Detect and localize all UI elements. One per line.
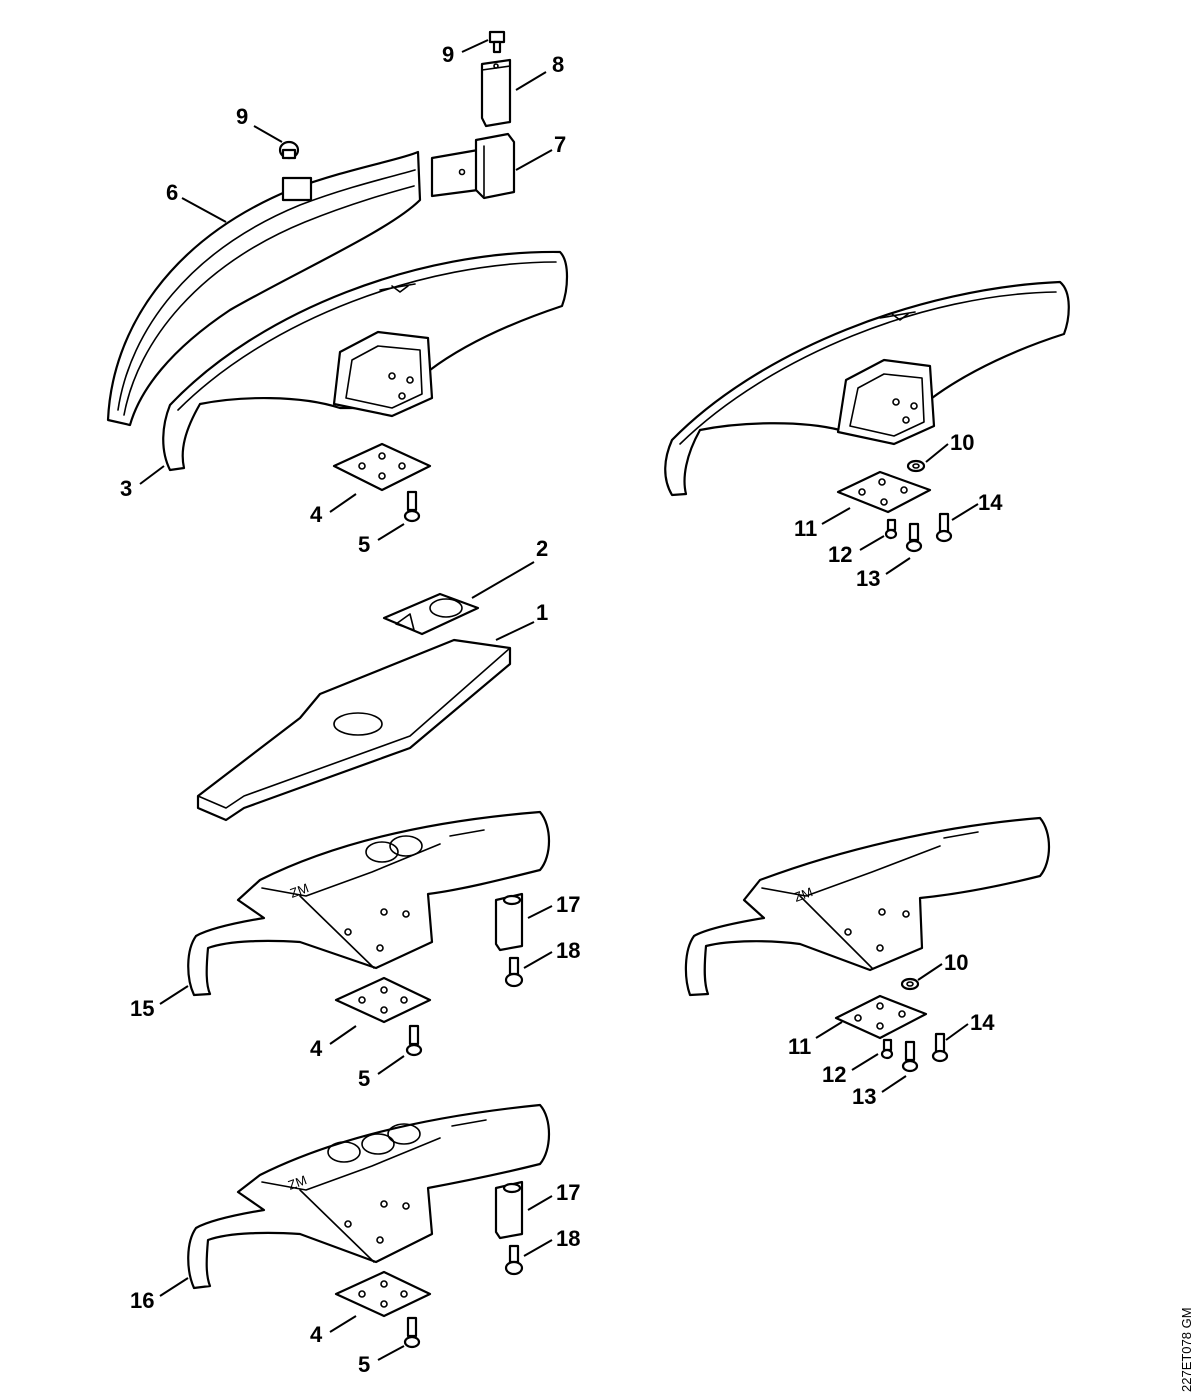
label-12-top: 12: [828, 542, 852, 567]
part-4-plate-bottom: [334, 1270, 432, 1318]
label-18-mid: 18: [556, 938, 580, 963]
label-9-top: 9: [442, 42, 454, 67]
label-4-mid: 4: [310, 1036, 323, 1061]
part-4-plate-top: [332, 442, 432, 492]
part-4-plate-mid: [334, 976, 432, 1024]
label-14-mid: 14: [970, 1010, 995, 1035]
part-6-guard-extension: [106, 150, 422, 427]
part-1-blade: [196, 638, 512, 822]
part-11-plate-top: [836, 470, 932, 514]
label-3: 3: [120, 476, 132, 501]
drawing-code: 227ET078 GM: [1179, 1307, 1194, 1392]
label-8: 8: [552, 52, 564, 77]
part-5-screw-bottom: [403, 1316, 421, 1349]
label-11-mid: 11: [788, 1034, 811, 1059]
label-13-top: 13: [856, 566, 880, 591]
label-17-bottom: 17: [556, 1180, 580, 1205]
part-11-plate-mid: [834, 994, 928, 1040]
part-5-screw-mid: [405, 1024, 423, 1057]
label-10-mid: 10: [944, 950, 968, 975]
label-13-mid: 13: [852, 1084, 876, 1109]
label-15: 15: [130, 996, 154, 1021]
label-17-mid: 17: [556, 892, 580, 917]
label-10-top: 10: [950, 430, 974, 455]
part-14-screw-mid: [931, 1032, 949, 1063]
deflector-right-top: [664, 280, 1070, 497]
part-2-warning-label: [382, 592, 480, 636]
label-7: 7: [554, 132, 566, 157]
leader-lines: [139, 39, 979, 1361]
part-14-screw-top: [935, 512, 953, 543]
part-5-screw-top: [403, 490, 421, 523]
part-18-screw-bottom: [504, 1244, 524, 1276]
label-9-left: 9: [236, 104, 248, 129]
label-5-top: 5: [358, 532, 370, 557]
label-2: 2: [536, 536, 548, 561]
part-8-clamp: [480, 58, 512, 128]
part-12-screw-mid: [880, 1038, 894, 1060]
label-5-mid: 5: [358, 1066, 370, 1091]
logo-stamp-16: ZM: [286, 1172, 309, 1193]
label-4-top: 4: [310, 502, 323, 527]
label-4-bottom: 4: [310, 1322, 323, 1347]
part-3-deflector: [162, 250, 569, 472]
label-1: 1: [536, 600, 548, 625]
label-16: 16: [130, 1288, 154, 1313]
part-10-washer-mid: [900, 977, 920, 991]
label-6: 6: [166, 180, 178, 205]
logo-stamp-15: ZM: [288, 880, 311, 901]
part-13-screw-mid: [901, 1040, 919, 1073]
part-13-screw-top: [905, 522, 923, 553]
part-9-button-left: [278, 140, 300, 160]
label-5-bottom: 5: [358, 1352, 370, 1377]
label-12-mid: 12: [822, 1062, 846, 1087]
part-16-deflector: ZM: [187, 1103, 550, 1290]
label-18-bottom: 18: [556, 1226, 580, 1251]
logo-stamp-right: ZM: [792, 884, 815, 905]
part-18-screw-mid: [504, 956, 524, 988]
part-15-deflector: ZM: [187, 810, 550, 997]
callout-labels: 9 8 9 7 6 3 4 5 10 11 14 12 13 2 1 17 18…: [120, 42, 1003, 1377]
part-9-screw-top: [488, 30, 506, 54]
part-17-bracket-bottom: [494, 1180, 524, 1240]
label-11-top: 11: [794, 516, 817, 541]
part-17-bracket-mid: [494, 892, 524, 952]
part-7-bracket: [430, 132, 516, 200]
deflector-right-mid: ZM: [684, 816, 1050, 997]
part-12-screw-top: [884, 518, 898, 540]
part-10-washer-top: [906, 459, 926, 473]
label-14-top: 14: [978, 490, 1003, 515]
